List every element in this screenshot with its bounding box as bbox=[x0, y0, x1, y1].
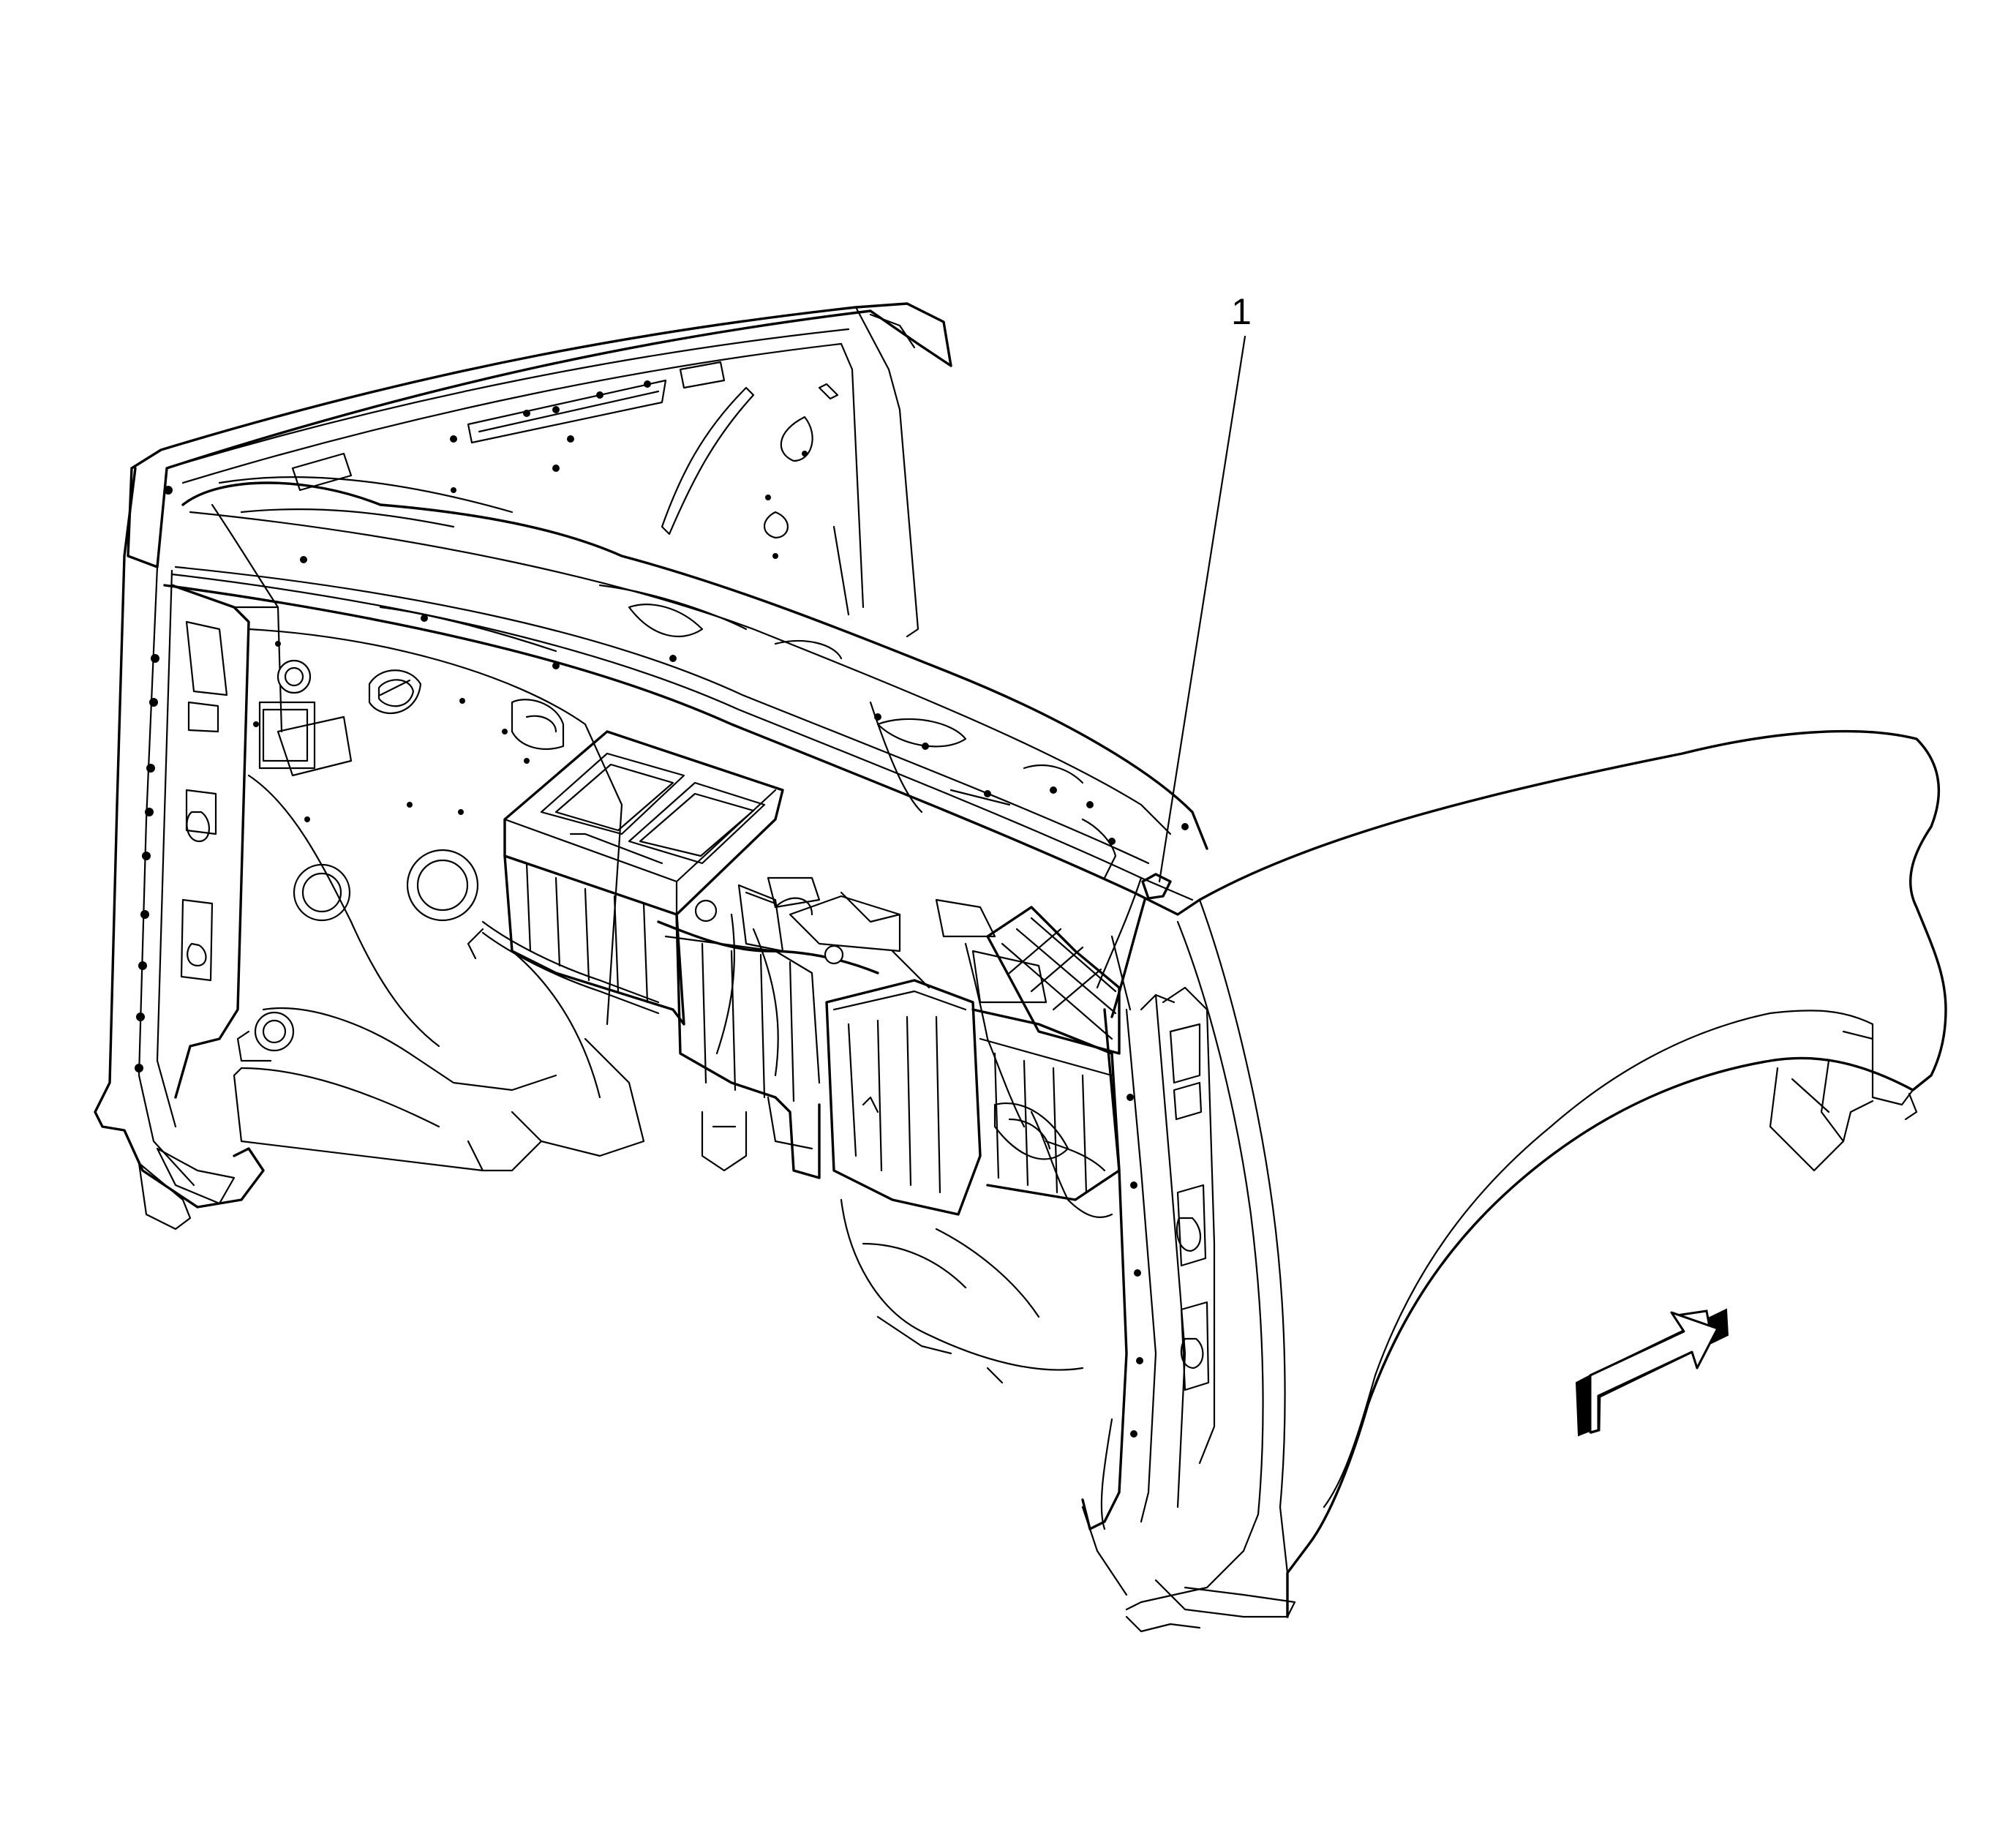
right-inner-pillar bbox=[840, 935, 1296, 1633]
cowl-panel bbox=[163, 476, 1208, 916]
callout-1: 1 bbox=[1096, 291, 1252, 1018]
dash-firewall-panel bbox=[233, 628, 645, 1172]
hood-ajar-switch bbox=[1110, 873, 1172, 1018]
hvac-module bbox=[467, 730, 1121, 1218]
left-fender-pillar bbox=[94, 467, 265, 1231]
left-inner-panel bbox=[170, 503, 283, 1099]
right-fender bbox=[1125, 729, 1947, 1618]
callout-1-leader-line bbox=[1158, 335, 1246, 883]
callout-1-label: 1 bbox=[1231, 291, 1252, 332]
hood bbox=[127, 302, 952, 638]
direction-arrow-icon bbox=[1575, 1308, 1729, 1437]
